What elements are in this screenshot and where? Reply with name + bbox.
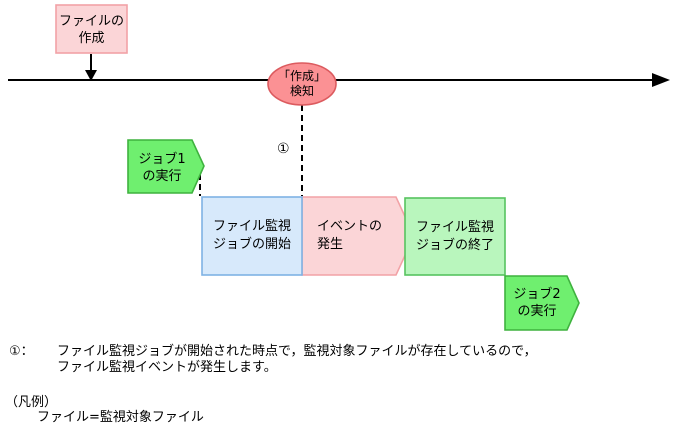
footnote: ①： ファイル監視ジョブが開始された時点で，監視対象ファイルが存在しているので，… (9, 344, 537, 376)
timeline-arrowhead-icon (652, 73, 670, 87)
legend-text: ファイル=監視対象ファイル (37, 410, 204, 425)
creation-arrowhead-icon (85, 70, 97, 81)
job1-pentagon (127, 139, 205, 194)
job2-label: ジョブ2 の実行 (513, 287, 561, 319)
footnote-marker: ①： (9, 344, 34, 359)
detection-ellipse (267, 62, 337, 106)
file-creation-label: ファイルの 作成 (58, 14, 124, 46)
monitor-start-box (201, 196, 303, 276)
event-label: イベントの 発生 (316, 219, 382, 252)
footnote-text: ファイル監視ジョブが開始された時点で，監視対象ファイルが存在しているので， ファ… (57, 344, 537, 375)
legend-title: （凡例） (5, 395, 58, 410)
monitor-start-label: ファイル監視 ジョブの開始 (212, 219, 291, 252)
job2-pentagon (504, 275, 580, 331)
job1-label: ジョブ1 の実行 (138, 152, 186, 184)
circled-one-marker: ① (277, 141, 290, 157)
detection-label: 「作成」 検知 (277, 69, 326, 98)
monitor-end-box (404, 197, 506, 276)
file-creation-box (55, 4, 128, 54)
monitor-end-label: ファイル監視 ジョブの終了 (415, 219, 494, 253)
